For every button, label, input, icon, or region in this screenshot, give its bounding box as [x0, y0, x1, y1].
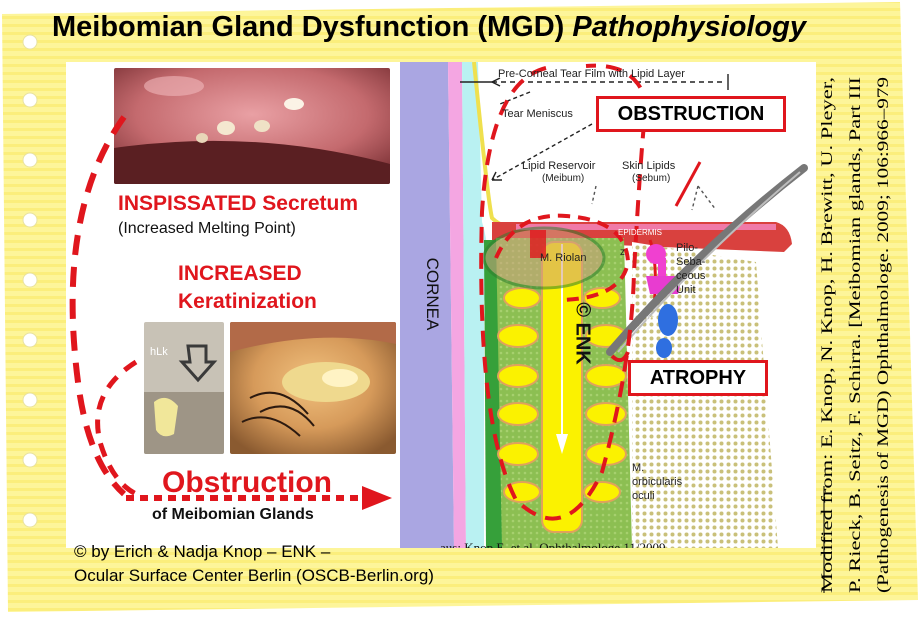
lipid-reservoir-label: Lipid Reservoir [522, 160, 596, 172]
m-riolan-label: M. Riolan [540, 252, 587, 264]
of-meibomian-glands-label: of Meibomian Glands [152, 506, 314, 523]
obstruction-box: OBSTRUCTION [596, 96, 786, 132]
source-reference: aus: Knop E. et al. Ophthalmologe 11/200… [440, 540, 666, 548]
skin-lipids-label: Skin Lipids [622, 160, 676, 172]
title-italic: Pathophysiology [572, 11, 807, 43]
m-orbicularis-label-1: M. [632, 462, 645, 474]
meibum-label: (Meibum) [542, 173, 585, 184]
inspissated-label: INSPISSATED Secretum [118, 192, 359, 215]
left-dashed-arrows [69, 115, 392, 510]
eyelash [606, 164, 808, 356]
ml-label: ml [646, 314, 657, 325]
obstruction-left-label: Obstruction [162, 466, 332, 499]
gland-diagram [400, 62, 808, 548]
slide-title: Meibomian Gland Dysfunction (MGD) Pathop… [52, 6, 902, 48]
conjunctiva-band [448, 62, 466, 548]
keratinization-photo-small: hLk [144, 322, 224, 454]
sebum-label: (Sebum) [632, 173, 671, 184]
hlk-label: hLk [150, 346, 168, 358]
melting-point-label: (Increased Melting Point) [118, 220, 296, 237]
atrophy-box: ATROPHY [628, 360, 768, 396]
citation-line-3: (Pathogenesis of MGD) Ophthalmologe. 200… [875, 77, 892, 593]
pilo-label-4: Unit [676, 284, 696, 296]
copyright-line-1: © by Erich & Nadja Knop – ENK – [74, 542, 331, 561]
z-label: z [620, 247, 625, 258]
title-main: Meibomian Gland Dysfunction (MGD) [52, 11, 573, 43]
citation-line-2: P. Rieck, B. Seitz, F. Schirra. [Meibomi… [847, 77, 864, 593]
tear-meniscus-label: Tear Meniscus [502, 108, 573, 120]
citation-line-1: Modified from: E. Knop, N. Knop, H. Brew… [819, 77, 836, 593]
keratinization-label: Keratinization [178, 290, 317, 313]
copyright-line-2: Ocular Surface Center Berlin (OSCB-Berli… [74, 566, 434, 585]
m-orbicularis-label-3: oculi [632, 490, 655, 502]
pilo-label-2: Seba- [676, 256, 706, 268]
epidermis-label: EPIDERMIS [618, 228, 663, 237]
citation-block: Modified from: E. Knop, N. Knop, H. Brew… [819, 77, 892, 593]
enk-watermark: © ENK [571, 302, 594, 365]
content-panel: INSPISSATED Secretum (Increased Melting … [66, 62, 816, 548]
eyelid-photo-inspissated [114, 68, 390, 184]
cornea-band [400, 62, 454, 548]
pilo-label-1: Pilo- [676, 242, 699, 254]
keratinization-photo-large [230, 322, 396, 454]
cornea-label: CORNEA [423, 257, 442, 331]
m-orbicularis-label-2: orbicularis [632, 476, 683, 488]
pilo-label-3: ceous [676, 270, 706, 282]
tear-film-label: Pre-Corneal Tear Film with Lipid Layer [498, 68, 685, 80]
tear-film-band [462, 62, 488, 548]
increased-label: INCREASED [178, 262, 302, 285]
